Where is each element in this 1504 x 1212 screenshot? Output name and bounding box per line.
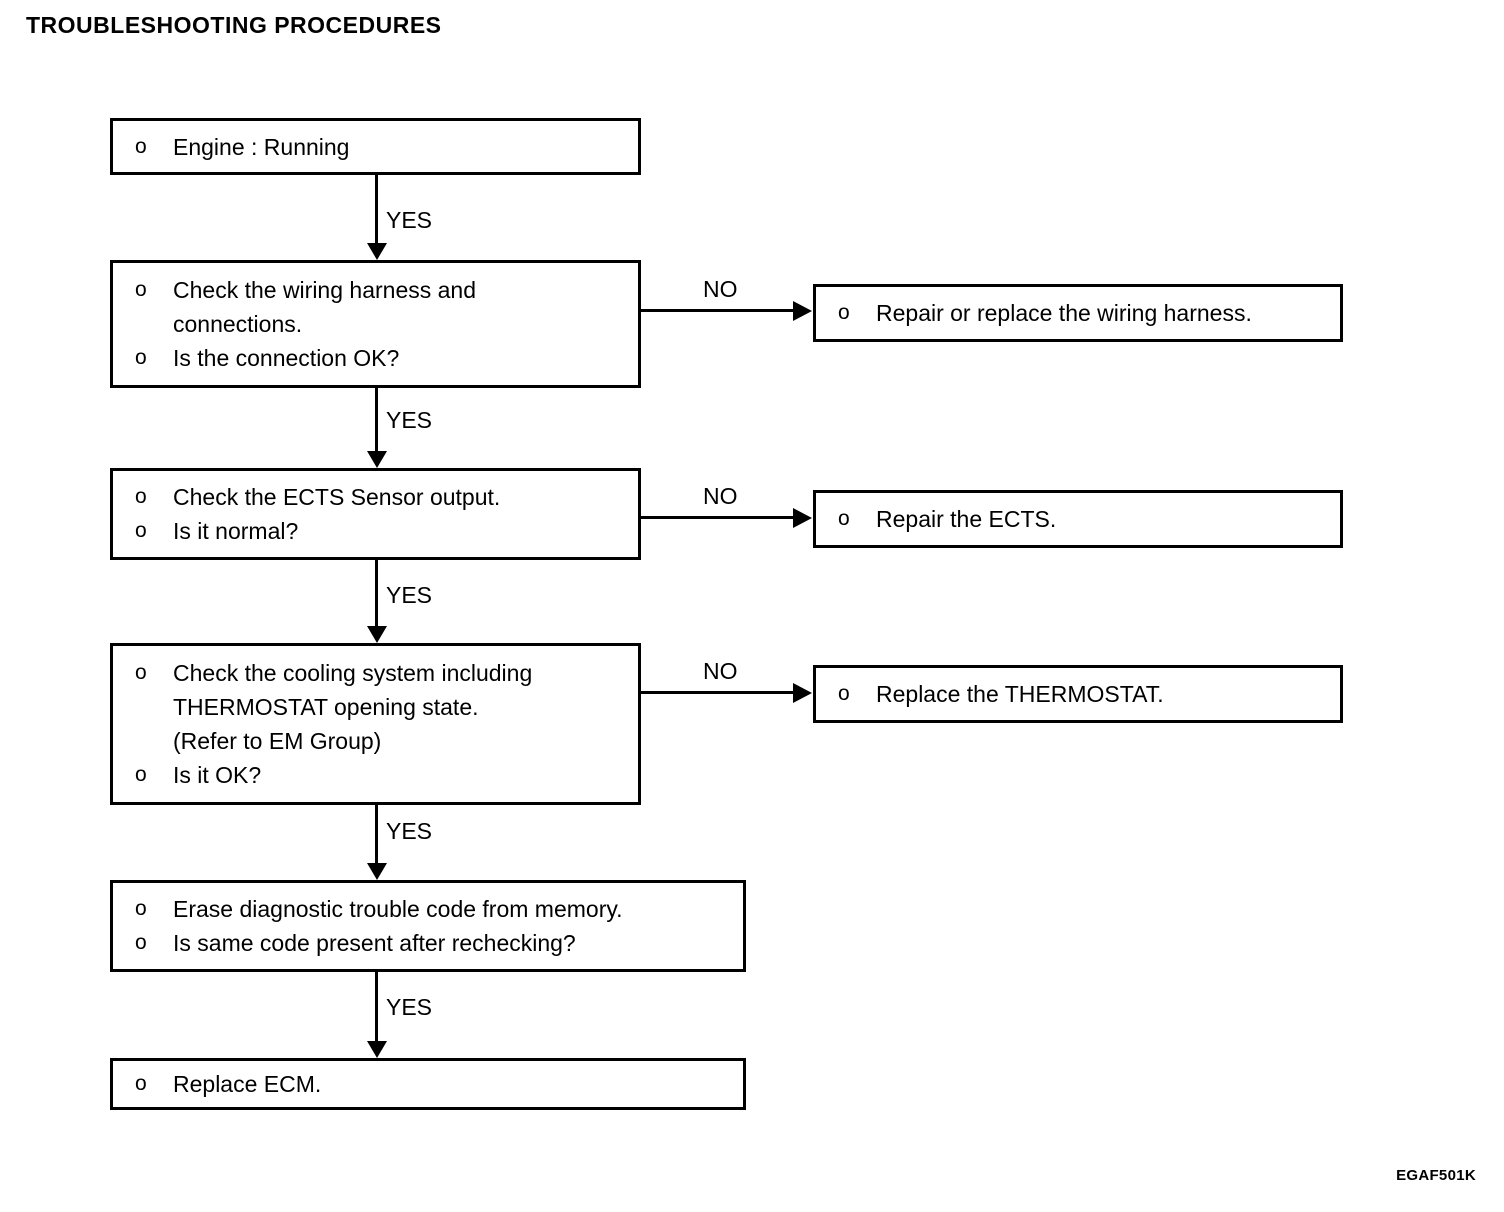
connector-no-3-arrowhead-icon [793,683,812,703]
flow-line: o Check the cooling system including [135,656,630,690]
connector-yes-1-stem [375,175,378,243]
bullet-marker-icon: o [135,485,147,508]
edge-label-yes-2: YES [386,407,433,433]
connector-yes-4-arrowhead-icon [367,863,387,880]
edge-label-yes-3: YES [386,582,433,608]
bullet-marker-icon: o [135,763,147,786]
flow-box-engine-running: o Engine : Running [110,118,641,175]
flow-line: o Check the wiring harness and [135,273,630,307]
bullet-marker-icon: o [135,346,147,369]
edge-label-no-2: NO [703,483,738,509]
figure-reference-code: EGAF501K [1396,1167,1476,1184]
connector-yes-2-stem [375,388,378,451]
flow-box-replace-ecm: o Replace ECM. [110,1058,746,1110]
connector-no-1-stem [641,309,796,312]
flow-line: connections. [135,307,630,341]
flow-line: o Repair the ECTS. [838,502,1332,536]
outcome-box-repair-replace-wiring-harness-content: o Repair or replace the wiring harness. [838,296,1332,330]
outcome-box-repair-ects-content: o Repair the ECTS. [838,502,1332,536]
outcome-box-replace-thermostat-content: o Replace the THERMOSTAT. [838,677,1332,711]
flow-box-replace-ecm-content: o Replace ECM. [135,1067,735,1101]
flow-line: o Repair or replace the wiring harness. [838,296,1332,330]
flow-box-check-ects-sensor-content: o Check the ECTS Sensor output. o Is it … [135,480,630,548]
flow-line-text: Is it OK? [173,762,262,788]
flow-line-text: connections. [173,311,303,337]
outcome-box-replace-thermostat: o Replace the THERMOSTAT. [813,665,1343,723]
edge-label-no-1: NO [703,276,738,302]
flow-line: o Is same code present after rechecking? [135,926,735,960]
bullet-marker-icon: o [135,134,147,158]
flow-line: THERMOSTAT opening state. [135,690,630,724]
flow-box-check-wiring-harness: o Check the wiring harness and connectio… [110,260,641,388]
flow-line-text: Check the ECTS Sensor output. [173,484,501,510]
bullet-marker-icon: o [838,682,850,705]
bullet-marker-icon: o [135,278,147,301]
flow-box-erase-dtc-content: o Erase diagnostic trouble code from mem… [135,892,735,960]
edge-label-no-3: NO [703,658,738,684]
flow-line-text: Is it normal? [173,518,299,544]
flow-box-engine-running-content: o Engine : Running [135,130,630,164]
flow-line-text: Repair the ECTS. [876,506,1057,532]
connector-yes-4-stem [375,805,378,863]
flow-line: o Replace ECM. [135,1067,735,1101]
connector-yes-2-arrowhead-icon [367,451,387,468]
flow-line-text: Is the connection OK? [173,345,400,371]
connector-yes-3-arrowhead-icon [367,626,387,643]
connector-yes-5-stem [375,972,378,1041]
flow-line-text: Is same code present after rechecking? [173,930,576,956]
bullet-marker-icon: o [135,897,147,920]
flow-line-text: (Refer to EM Group) [173,728,382,754]
flow-line-text: Check the wiring harness and [173,277,476,303]
flow-line-text: Erase diagnostic trouble code from memor… [173,896,623,922]
flow-line: o Is it normal? [135,514,630,548]
connector-no-2-stem [641,516,796,519]
flow-line-text: THERMOSTAT opening state. [173,694,479,720]
bullet-marker-icon: o [135,519,147,542]
connector-yes-1-arrowhead-icon [367,243,387,260]
flow-line: o Is it OK? [135,758,630,792]
flow-line: o Engine : Running [135,130,630,164]
bullet-marker-icon: o [838,507,850,530]
flow-line-text: Repair or replace the wiring harness. [876,300,1252,326]
bullet-marker-icon: o [838,301,850,324]
flow-line: o Is the connection OK? [135,341,630,375]
bullet-marker-icon: o [135,931,147,954]
connector-no-3-stem [641,691,796,694]
flow-line-text: Replace ECM. [173,1071,322,1097]
connector-yes-5-arrowhead-icon [367,1041,387,1058]
connector-yes-3-stem [375,560,378,626]
flow-line: o Erase diagnostic trouble code from mem… [135,892,735,926]
connector-no-1-arrowhead-icon [793,301,812,321]
flow-box-erase-dtc: o Erase diagnostic trouble code from mem… [110,880,746,972]
edge-label-yes-1: YES [386,207,433,233]
page-title: TROUBLESHOOTING PROCEDURES [26,12,442,38]
flow-line-text: Engine : Running [173,133,350,160]
bullet-marker-icon: o [135,1072,147,1095]
edge-label-yes-4: YES [386,818,433,844]
flow-line: (Refer to EM Group) [135,724,630,758]
outcome-box-repair-replace-wiring-harness: o Repair or replace the wiring harness. [813,284,1343,342]
outcome-box-repair-ects: o Repair the ECTS. [813,490,1343,548]
flow-box-check-wiring-harness-content: o Check the wiring harness and connectio… [135,273,630,375]
flow-line-text: Check the cooling system including [173,660,533,686]
flow-box-check-cooling-system-content: o Check the cooling system including THE… [135,656,630,792]
bullet-marker-icon: o [135,661,147,684]
flow-line: o Check the ECTS Sensor output. [135,480,630,514]
flow-line-text: Replace the THERMOSTAT. [876,681,1164,707]
connector-no-2-arrowhead-icon [793,508,812,528]
flow-box-check-ects-sensor: o Check the ECTS Sensor output. o Is it … [110,468,641,560]
edge-label-yes-5: YES [386,994,433,1020]
flow-box-check-cooling-system: o Check the cooling system including THE… [110,643,641,805]
flow-line: o Replace the THERMOSTAT. [838,677,1332,711]
